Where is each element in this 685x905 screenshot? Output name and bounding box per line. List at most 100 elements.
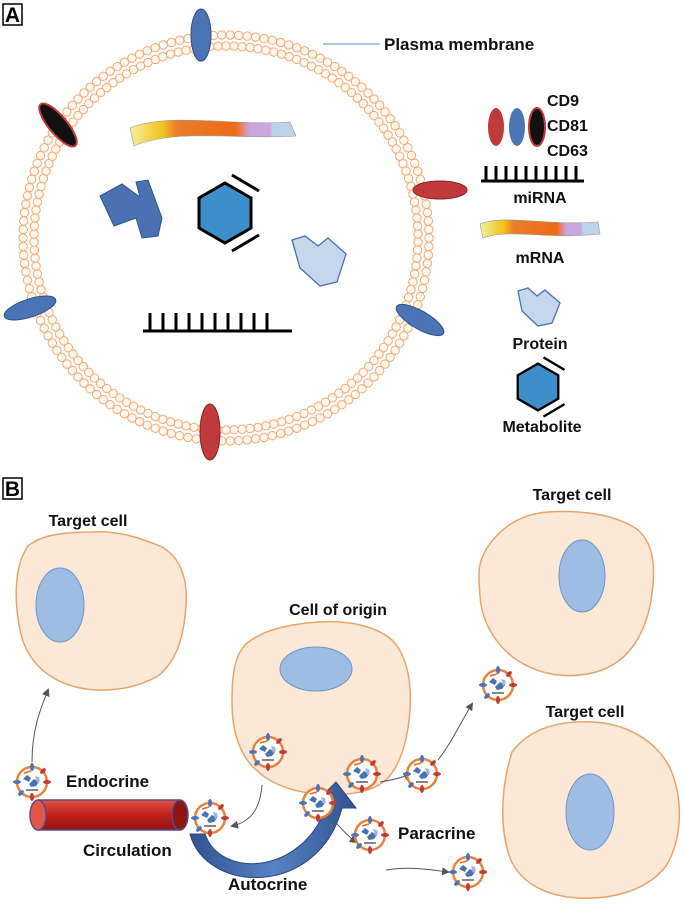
lipid-head: [62, 359, 72, 369]
lipid-head: [412, 213, 422, 223]
lipid-head: [32, 197, 43, 207]
lipid-head: [299, 46, 310, 56]
lipid-head: [229, 41, 239, 51]
lipid-head: [127, 53, 137, 63]
lipid-head: [24, 283, 35, 294]
legend-mirna-label: miRNA: [513, 190, 567, 207]
autocrine-label: Autocrine: [228, 875, 307, 894]
cell-of-origin-nucleus: [279, 646, 353, 692]
lipid-head: [89, 93, 100, 103]
lipid-head: [73, 355, 83, 366]
lipid-head: [52, 345, 62, 356]
lipid-head: [229, 425, 239, 435]
lipid-head: [415, 174, 426, 185]
membrane-protein-cd9: [412, 180, 468, 200]
lipid-head: [189, 422, 199, 433]
lipid-head: [19, 207, 30, 218]
lipid-head: [369, 94, 379, 104]
mrna-cargo: [129, 119, 297, 147]
lipid-head: [292, 423, 302, 433]
lipid-head: [31, 205, 41, 215]
legend-protein-label: Protein: [512, 336, 567, 353]
exosome: [401, 753, 443, 795]
lipid-head: [422, 258, 433, 269]
exosome: [11, 761, 53, 803]
lipid-head: [403, 173, 414, 184]
lipid-head: [299, 420, 310, 430]
lipid-head: [73, 372, 83, 382]
lipid-head: [67, 365, 78, 376]
lipid-head: [39, 143, 49, 153]
lipid-head: [35, 150, 46, 161]
lipid-head: [415, 291, 426, 302]
lipid-head: [412, 253, 422, 263]
lipid-head: [34, 277, 44, 287]
lipid-head: [259, 33, 269, 44]
lipid-head: [30, 213, 40, 223]
lipid-head: [327, 393, 337, 403]
lipid-head: [406, 150, 417, 161]
lipid-head: [284, 414, 294, 425]
lipid-head: [242, 31, 252, 41]
lipid-head: [391, 322, 401, 332]
lipid-head: [36, 284, 46, 295]
lipid-head: [21, 199, 31, 209]
lipid-head: [29, 221, 40, 231]
lipid-head: [315, 53, 325, 63]
lipid-head: [128, 401, 139, 411]
lipid-head: [383, 336, 393, 346]
lipid-head: [374, 349, 384, 359]
lipid-head: [55, 329, 65, 339]
lipid-head: [387, 137, 397, 147]
lipid-head: [424, 224, 434, 235]
lipid-head: [19, 258, 30, 269]
metabolite-cargo: [197, 173, 261, 253]
lipid-head: [30, 253, 40, 263]
lipid-head: [307, 416, 318, 427]
arrow-endocrine-to-target: [31, 688, 50, 763]
lipid-head: [306, 61, 317, 71]
lipid-head: [57, 352, 67, 363]
lipid-head: [363, 361, 374, 372]
paracrine-label: Paracrine: [398, 824, 476, 843]
lipid-head: [29, 229, 39, 239]
lipid-head: [315, 413, 325, 423]
lipid-head: [173, 47, 183, 57]
exosome: [447, 851, 489, 893]
lipid-head: [91, 389, 102, 400]
target-cell-top-left-nucleus: [35, 567, 85, 643]
blood-vessel: [29, 799, 189, 831]
lipid-head: [253, 422, 263, 433]
lipid-head: [142, 46, 153, 56]
lipid-head: [35, 315, 46, 326]
lipid-head: [142, 420, 153, 430]
lipid-head: [369, 355, 379, 366]
lipid-head: [105, 66, 115, 77]
panel-b-letter: B: [5, 478, 20, 501]
lipid-head: [422, 207, 433, 218]
lipid-head: [245, 42, 255, 53]
legend-cd81-label: CD81: [547, 118, 588, 135]
lipid-head: [91, 76, 102, 87]
exosome: [349, 814, 391, 856]
lipid-head: [390, 345, 400, 356]
lipid-head: [346, 87, 357, 98]
lipid-head: [79, 378, 89, 388]
lipid-head: [18, 233, 28, 243]
lipid-head: [191, 434, 202, 444]
lipid-head: [412, 221, 423, 231]
lipid-head: [127, 413, 137, 423]
lipid-head: [181, 421, 191, 431]
lipid-head: [406, 284, 416, 295]
lipid-head: [51, 144, 61, 154]
lipid-head: [250, 434, 261, 444]
lipid-head: [108, 388, 118, 399]
lipid-head: [78, 361, 89, 372]
lipid-head: [358, 98, 368, 109]
legend: CD9 CD81 CD63 miRNA mRNA Protein Metabol…: [479, 93, 601, 436]
lipid-head: [413, 229, 423, 239]
lipid-head: [22, 191, 33, 201]
lipid-head: [322, 409, 333, 419]
lipid-head: [221, 41, 231, 51]
